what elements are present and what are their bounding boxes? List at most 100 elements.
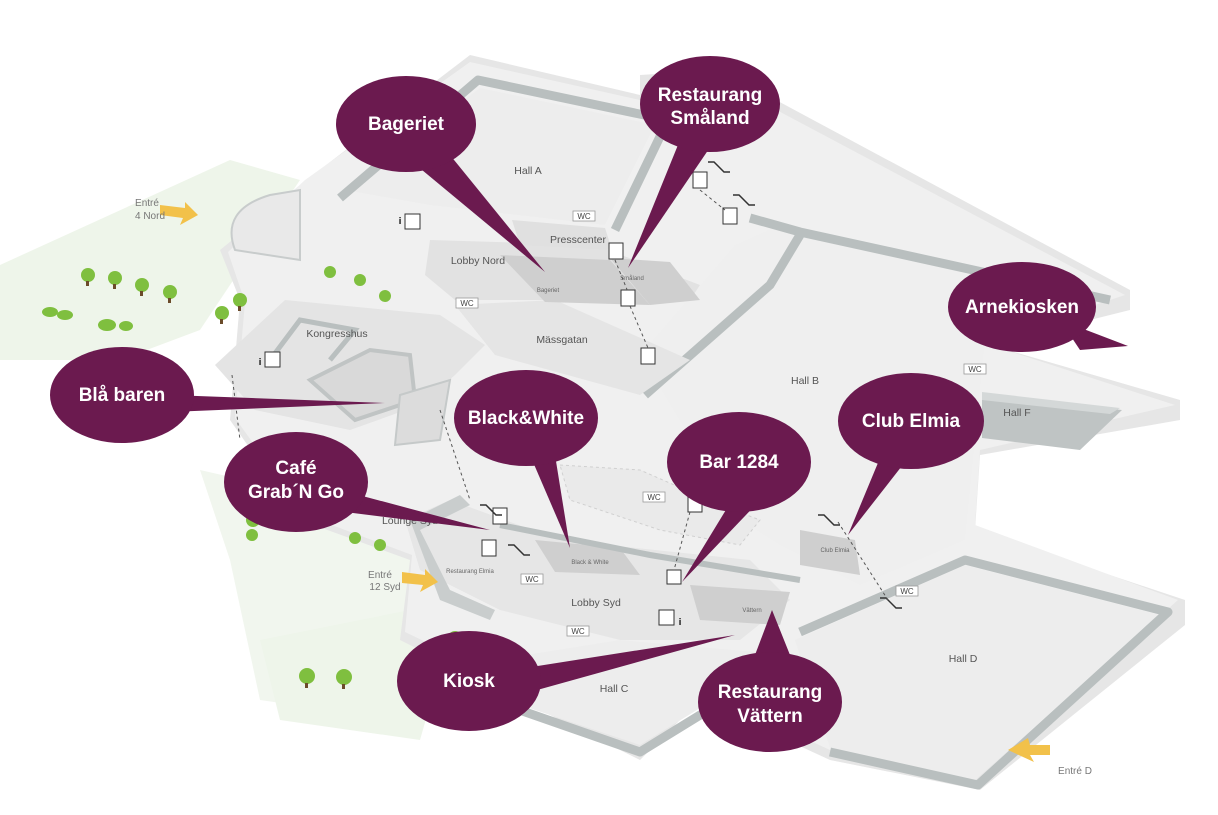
callout-label: Club Elmia [862, 411, 961, 432]
callout-vattern[interactable]: Restaurang Vättern [698, 610, 842, 752]
callout-pointer [170, 395, 385, 412]
entry-nord-label-2: 4 Nord [135, 211, 165, 222]
hall-a-label: Hall A [514, 165, 541, 177]
elevator-icon [666, 569, 682, 585]
entry-syd-label-2: 12 Syd [369, 582, 400, 593]
defibrillator-icon [658, 609, 675, 626]
wc-badge-hall-a: WC [572, 210, 596, 222]
tree-icon [163, 285, 177, 303]
svg-text:WC: WC [525, 575, 539, 584]
svg-text:WC: WC [577, 212, 591, 221]
center-corridor-wall [499, 522, 801, 583]
callout-bubble [454, 370, 598, 466]
elevator-icon [692, 171, 708, 189]
hall-d-label: Hall D [949, 653, 978, 665]
callouts: Bageriet Restaurang Småland Arnekiosken … [50, 56, 1128, 752]
callout-label: Kiosk [443, 671, 495, 692]
callout-bubble [667, 412, 811, 512]
tree-icon [215, 306, 229, 324]
defibrillator-icon [264, 351, 281, 368]
info-icon: i [398, 217, 401, 227]
hall-f-top [982, 392, 1120, 414]
arrow-icon [160, 202, 198, 225]
tree-icon [299, 668, 315, 688]
svg-text:WC: WC [647, 493, 661, 502]
tree-icon [324, 266, 336, 278]
elevator-icon [492, 507, 508, 525]
callout-label: Blå baren [79, 385, 166, 406]
smaland-area [610, 258, 700, 305]
callout-club-elmia[interactable]: Club Elmia [838, 373, 984, 535]
bageriet-small-label: Bageriet [537, 288, 560, 294]
callout-pointer [755, 610, 790, 655]
escalator-icon [508, 544, 530, 556]
center-corridor-floor [559, 464, 761, 546]
callout-cafe[interactable]: Café Grab´N Go [224, 432, 490, 532]
info-icons: i i i [258, 213, 682, 628]
callout-bar-1284[interactable]: Bar 1284 [667, 412, 811, 582]
elevator-icon [608, 242, 624, 260]
callout-pointer [848, 458, 905, 535]
massgatan-floor [455, 300, 690, 395]
tree-icon [379, 290, 391, 302]
hall-d-wall [798, 555, 1173, 790]
callout-pointer [410, 155, 545, 272]
tree-icon [81, 268, 95, 286]
entries: Entré 4 Nord Entré 12 Syd Entré D [135, 198, 1092, 777]
smaland-small-label: Småland [620, 275, 644, 282]
callout-smaland[interactable]: Restaurang Småland [628, 56, 780, 268]
callout-bla-baren[interactable]: Blå baren [50, 347, 385, 443]
svg-text:WC: WC [460, 299, 474, 308]
hall-b-label: Hall B [791, 375, 819, 387]
hall-a-floor [345, 88, 655, 225]
lobby-syd-label: Lobby Syd [571, 597, 621, 609]
svg-text:WC: WC [968, 365, 982, 374]
callout-bubble [336, 76, 476, 172]
info-icon: i [678, 618, 681, 628]
callout-label: Restaurang [718, 682, 823, 703]
tree-icon [108, 271, 122, 289]
callout-bubble [397, 631, 541, 731]
svg-text:WC: WC [900, 587, 914, 596]
wc-badges: WC WC WC WC WC WC WC [455, 210, 987, 637]
wc-badge-center: WC [642, 491, 666, 503]
svg-text:WC: WC [571, 627, 585, 636]
callout-bageriet[interactable]: Bageriet [336, 76, 545, 272]
bageriet-area [500, 255, 650, 305]
callout-label: Bageriet [368, 114, 445, 135]
black-white-small-label: Black & White [571, 560, 609, 566]
trees [42, 266, 462, 689]
tree-icon [42, 307, 58, 317]
callout-arnekiosken[interactable]: Arnekiosken [948, 262, 1128, 352]
elevator-icon [620, 289, 636, 307]
rotunda [230, 188, 301, 262]
callout-bubble [50, 347, 194, 443]
tree-icon [374, 539, 386, 551]
callout-pointer [340, 490, 490, 530]
tree-icon [233, 293, 247, 311]
entry-syd-label-1: Entré [368, 570, 392, 581]
callout-pointer [530, 455, 570, 548]
hall-b-wall-left [642, 232, 804, 399]
callout-label: Café [275, 458, 316, 479]
callout-bubble [948, 262, 1096, 352]
kongresshus-wall [268, 317, 360, 362]
callout-black-white[interactable]: Black&White [454, 370, 598, 548]
callout-label: Vättern [737, 706, 802, 727]
hall-c-label: Hall C [600, 683, 629, 695]
elevator-icon [722, 207, 738, 225]
tree-icon [349, 532, 361, 544]
callout-bubble [640, 56, 780, 152]
presscenter-area [512, 220, 612, 250]
callout-bubble [838, 373, 984, 469]
tree-icon [354, 274, 366, 286]
tree-icon [336, 669, 352, 689]
callout-kiosk[interactable]: Kiosk [397, 631, 735, 731]
tree-icon [119, 321, 133, 331]
hall-f: Hall F [982, 392, 1122, 450]
callout-label: Restaurang [658, 85, 763, 106]
escalator-icon [880, 597, 902, 609]
escalator-icon [480, 504, 502, 516]
callout-pointer [628, 140, 715, 268]
